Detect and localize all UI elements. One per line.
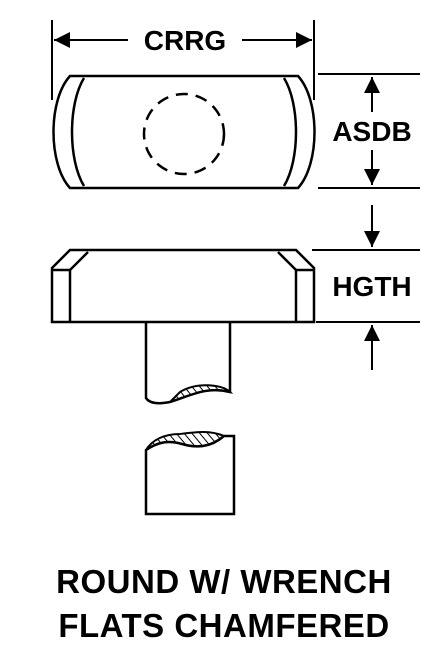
caption-line-1: ROUND W/ WRENCH (56, 563, 392, 600)
hgth-label: HGTH (332, 271, 411, 302)
side-view: HGTH (50, 205, 420, 516)
head-top-outline (52, 74, 316, 190)
chamfer-arc-left (70, 77, 86, 187)
shank-lower (144, 434, 236, 516)
crrg-label: CRRG (144, 25, 226, 56)
head-side-outline (50, 248, 316, 324)
fastener-diagram: CRRG ASDB HGTH (50, 20, 420, 516)
break-hatch-lower (145, 431, 226, 451)
break-hatch-upper (169, 384, 234, 403)
top-view: CRRG ASDB (51, 20, 420, 190)
hidden-shank-circle (142, 92, 226, 176)
chamfer-arc-right (282, 77, 298, 187)
caption-line-2: FLATS CHAMFERED (58, 607, 390, 644)
asdb-label: ASDB (332, 116, 411, 147)
chamfer-line-right-inner (277, 251, 297, 271)
chamfer-line-left-inner (69, 251, 89, 271)
